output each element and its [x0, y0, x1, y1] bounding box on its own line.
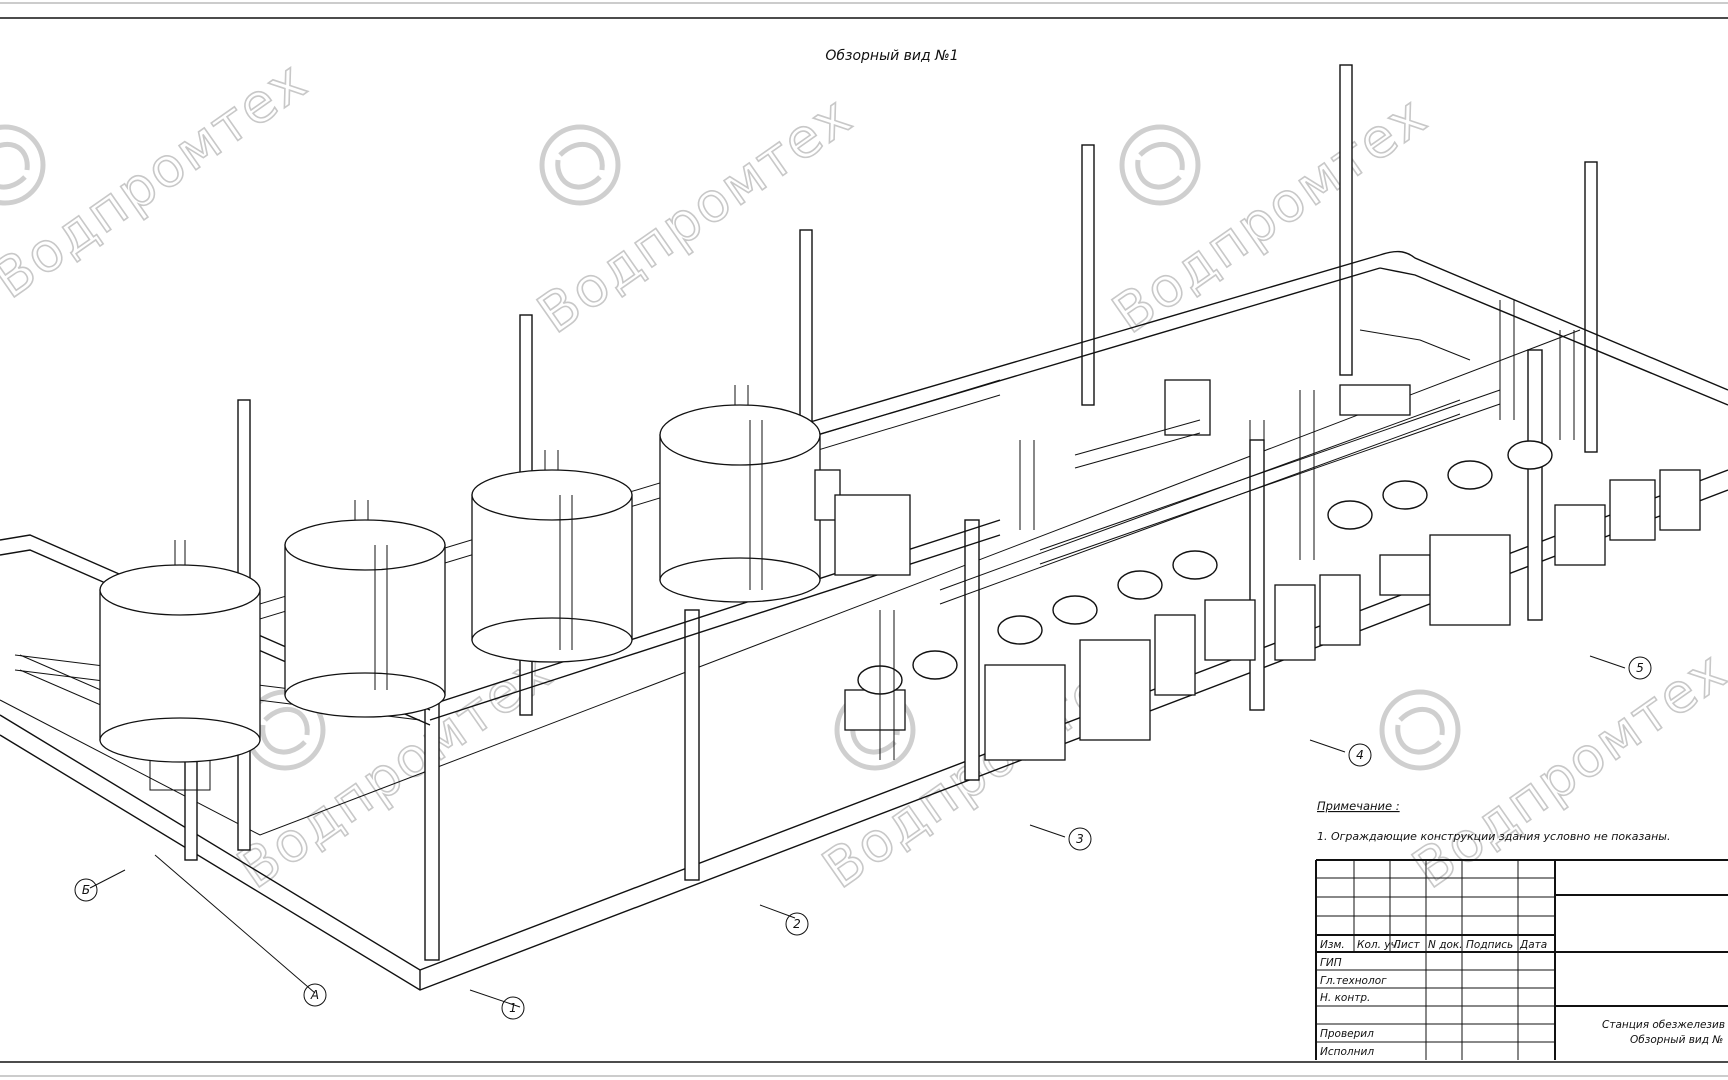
- view-title: Обзорный вид №1: [825, 48, 958, 64]
- title-block-role-proveril: Проверил: [1320, 1028, 1374, 1040]
- watermark-text: Водпромтех: [526, 83, 863, 345]
- watermark-text: Водпромтех: [1401, 638, 1728, 900]
- axis-label: 4: [1356, 748, 1364, 762]
- title-block-role-gip: ГИП: [1320, 957, 1342, 969]
- title-block-role-ispolnil: Исполнил: [1320, 1046, 1374, 1058]
- title-block-role-n-kontr: Н. контр.: [1320, 992, 1370, 1004]
- watermark-logo-icon: [1379, 689, 1461, 771]
- title-block-project-line2: Обзорный вид №: [1630, 1034, 1723, 1046]
- title-block-col-data: Дата: [1519, 939, 1547, 951]
- watermark-text: Водпромтех: [0, 48, 318, 310]
- title-block-col-podpis: Подпись: [1466, 939, 1513, 951]
- filter-tank: [659, 404, 841, 603]
- axis-bubble-5: 5: [1628, 656, 1652, 680]
- title-block-role-gl-tehnolog: Гл.технолог: [1320, 975, 1387, 987]
- watermark-text: Водпромтех: [1101, 83, 1438, 345]
- note-heading: Примечание :: [1317, 799, 1400, 813]
- axis-label: А: [310, 988, 319, 1002]
- watermark-logo-icon: [1119, 124, 1201, 206]
- axis-label: Б: [82, 883, 90, 897]
- axis-label: 5: [1636, 661, 1644, 675]
- axis-bubble-b: Б: [74, 878, 98, 902]
- filter-tanks: [99, 404, 841, 791]
- note-item: 1. Ограждающие конструкции здания условн…: [1317, 830, 1670, 843]
- note-block: Примечание : 1. Ограждающие конструкции …: [1317, 799, 1670, 843]
- title-block-col-list: Лист: [1392, 939, 1420, 951]
- pump-units: [834, 379, 1701, 761]
- filter-tank: [99, 564, 261, 791]
- axis-bubble-3: 3: [1068, 827, 1092, 851]
- watermark-logo-icon: [539, 124, 621, 206]
- pump-motors: [857, 440, 1553, 695]
- axis-bubble-a: А: [303, 983, 327, 1007]
- title-block-col-ndok: N док.: [1428, 939, 1463, 951]
- filter-tank: [471, 469, 633, 663]
- tank-risers: [174, 385, 763, 690]
- axis-label: 2: [793, 917, 801, 931]
- pump-area-pipes: [879, 300, 1575, 760]
- axis-label: 3: [1076, 832, 1084, 846]
- axis-bubble-1: 1: [501, 996, 525, 1020]
- title-block: Изм. Кол. уч. Лист N док. Подпись Дата Г…: [1315, 859, 1728, 1060]
- axis-bubble-4: 4: [1348, 743, 1372, 767]
- watermark-logo-icon: [0, 124, 46, 206]
- axis-bubble-2: 2: [785, 912, 809, 936]
- filter-tank: [284, 519, 446, 718]
- title-block-col-kol-uch: Кол. уч.: [1357, 939, 1400, 951]
- title-block-col-izm: Изм.: [1320, 939, 1345, 951]
- title-block-project-line1: Станция обезжелезив: [1602, 1019, 1725, 1031]
- axis-label: 1: [509, 1001, 517, 1015]
